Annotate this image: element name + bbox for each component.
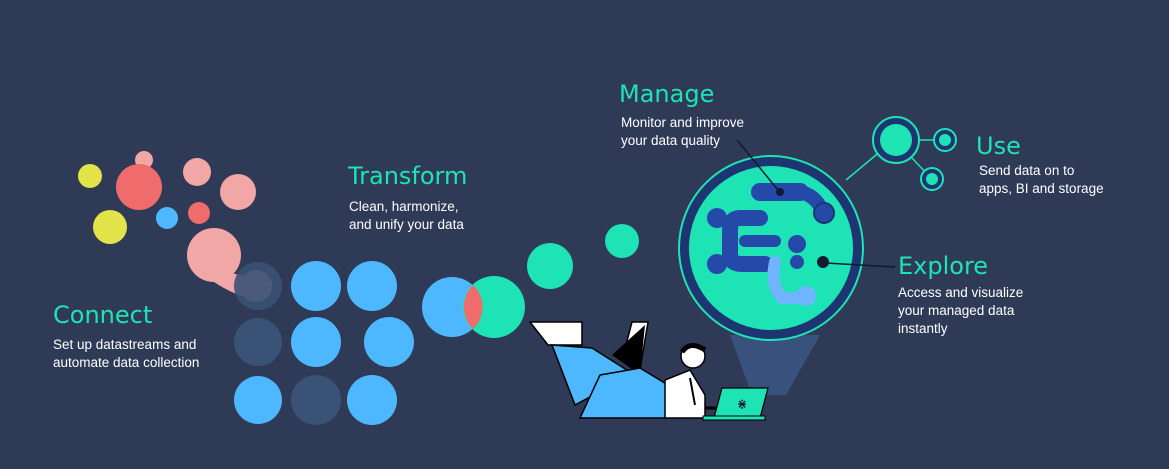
explore-description: Access and visualize your managed data i… (898, 284, 1023, 338)
transform-description: Clean, harmonize, and unify your data (349, 198, 464, 234)
use-title: Use (976, 132, 1021, 160)
manage-line-2: your data quality (621, 133, 721, 148)
manage-description: Monitor and improve your data quality (621, 114, 744, 150)
projection-beam (730, 335, 820, 395)
coral-dot (188, 202, 210, 224)
use-line-1: Send data on to (979, 163, 1075, 178)
yellow-dot (93, 210, 127, 244)
explore-line-1: Access and visualize (898, 285, 1024, 300)
connect-line-1: Set up datastreams and (53, 337, 197, 352)
person-with-laptop-illustration (528, 321, 735, 419)
connect-title: Connect (53, 301, 153, 329)
transform-line-1: Clean, harmonize, (349, 199, 459, 214)
use-description: Send data on to apps, BI and storage (979, 162, 1104, 198)
venn-merge (422, 224, 639, 338)
manage-line-1: Monitor and improve (621, 115, 745, 130)
blue-dot (156, 207, 178, 229)
laptop-icon: ⋇ (702, 387, 769, 421)
connect-description: Set up datastreams and automate data col… (53, 336, 199, 372)
connect-dots (78, 151, 256, 244)
svg-text:⋇: ⋇ (737, 397, 747, 411)
explore-line-3: instantly (898, 321, 948, 336)
explore-line-2: your managed data (898, 303, 1015, 318)
coral-dot (116, 164, 162, 210)
explore-leader-line (825, 262, 896, 268)
connect-line-2: automate data collection (53, 355, 200, 370)
transform-title: Transform (348, 162, 468, 190)
pink-dot (220, 174, 256, 210)
manage-title: Manage (619, 80, 715, 108)
yellow-dot (78, 164, 102, 188)
use-nodes (845, 116, 957, 191)
use-line-2: apps, BI and storage (979, 181, 1104, 196)
transform-line-2: and unify your data (349, 217, 464, 232)
transform-grid (234, 261, 414, 425)
data-network-globe-icon (678, 155, 864, 341)
explore-title: Explore (898, 252, 989, 280)
manage-leader-line (736, 139, 779, 191)
pink-dot (183, 158, 211, 186)
